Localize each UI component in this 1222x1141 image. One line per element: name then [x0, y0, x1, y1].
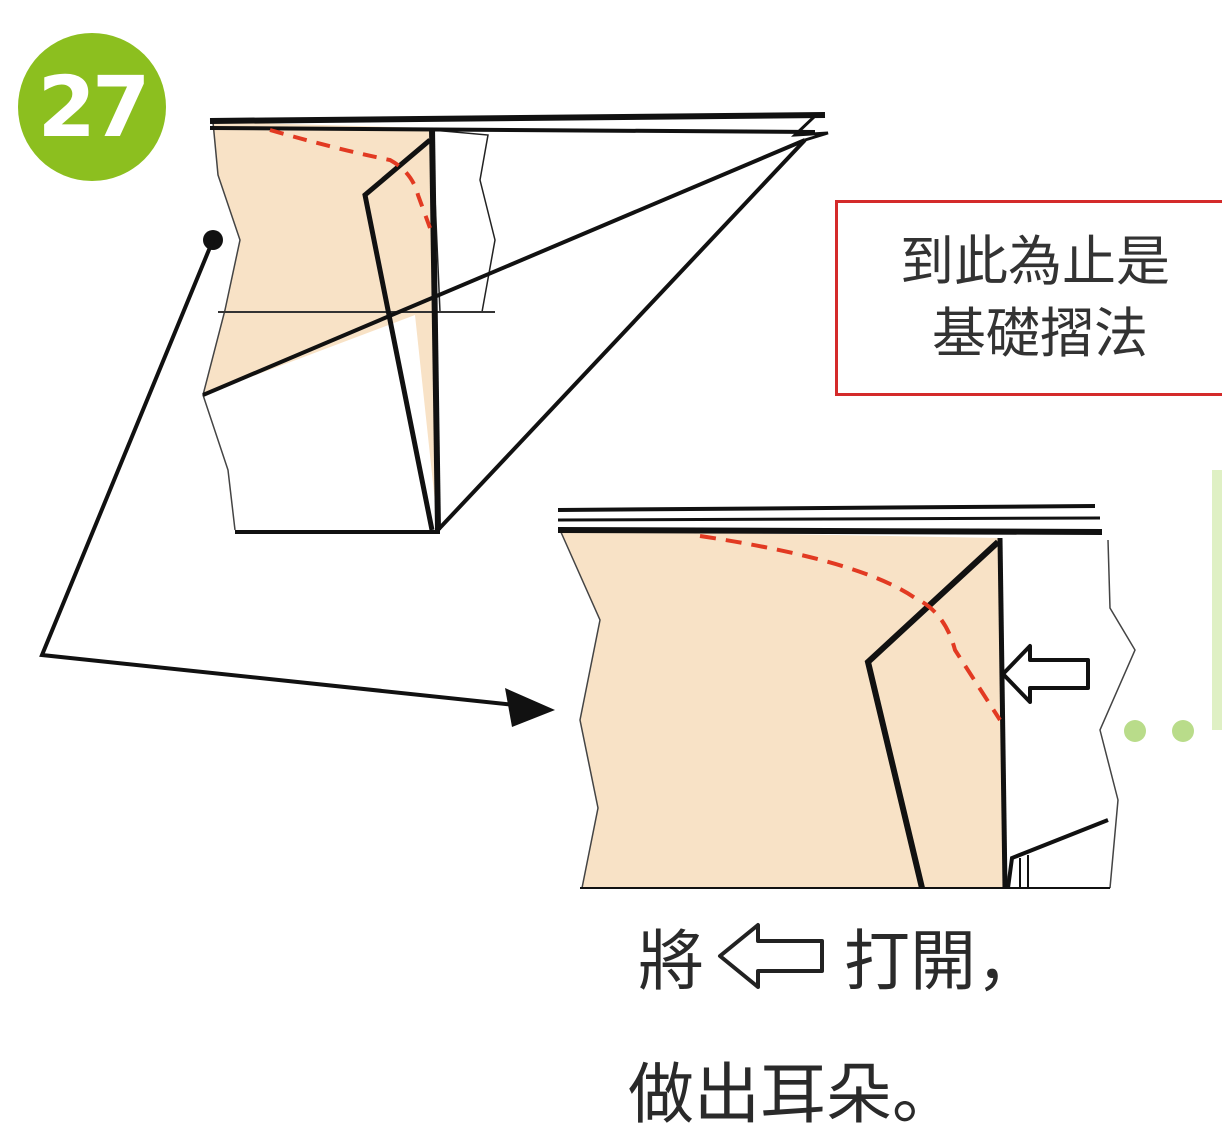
lower-figure [557, 504, 1136, 889]
upper-mountain-fold-line [269, 128, 432, 229]
upper-top-tip [790, 114, 829, 142]
lower-center-fold [997, 537, 1008, 889]
green-margin-mark [1212, 470, 1222, 730]
note-box: 到此為止是 基礎摺法 [835, 200, 1222, 396]
upper-figure [202, 112, 829, 534]
connector-line [39, 239, 516, 707]
upper-top-edge-1 [209, 112, 826, 124]
upper-left-edge [202, 121, 241, 531]
open-direction-arrow-icon [1001, 644, 1090, 704]
lower-right-edge [1099, 539, 1136, 889]
lower-left-edge [559, 529, 601, 889]
lower-top-edge-3 [557, 527, 1103, 535]
zoom-connector-arrow [39, 230, 555, 727]
lower-inner-flap-edge [864, 539, 1001, 889]
lower-top-edge-2 [557, 516, 1101, 522]
upper-lower-white-area [203, 315, 438, 530]
note-line-2: 基礎摺法 [932, 302, 1148, 365]
upper-diagonal-to-point [434, 138, 807, 534]
continuation-dot-1 [1124, 720, 1146, 742]
instruction-part-2: 打開， [844, 923, 1042, 1000]
lower-mountain-fold-line [699, 534, 1002, 722]
upper-center-fold [429, 127, 441, 531]
instruction-line-2: 做出耳朵。 [628, 1056, 958, 1133]
instruction-part-1: 將 [638, 923, 704, 1000]
lower-top-edge-1 [557, 504, 1096, 512]
upper-diagonal-lower [202, 138, 806, 397]
note-line-1: 到此為止是 [900, 230, 1170, 293]
lower-back-layer-edge [1006, 818, 1109, 889]
continuation-dot-2 [1172, 720, 1194, 742]
instruction-line-1: 將 打開， [638, 920, 1042, 1011]
upper-top-edge-2 [209, 126, 816, 134]
lower-white-side [1002, 540, 1135, 888]
upper-inner-flap-edge [362, 138, 435, 531]
hollow-left-arrow-icon [716, 921, 826, 1011]
connector-arrowhead [505, 688, 555, 727]
lower-paper-fill [560, 530, 1005, 888]
step-number-badge: 27 [18, 33, 166, 181]
